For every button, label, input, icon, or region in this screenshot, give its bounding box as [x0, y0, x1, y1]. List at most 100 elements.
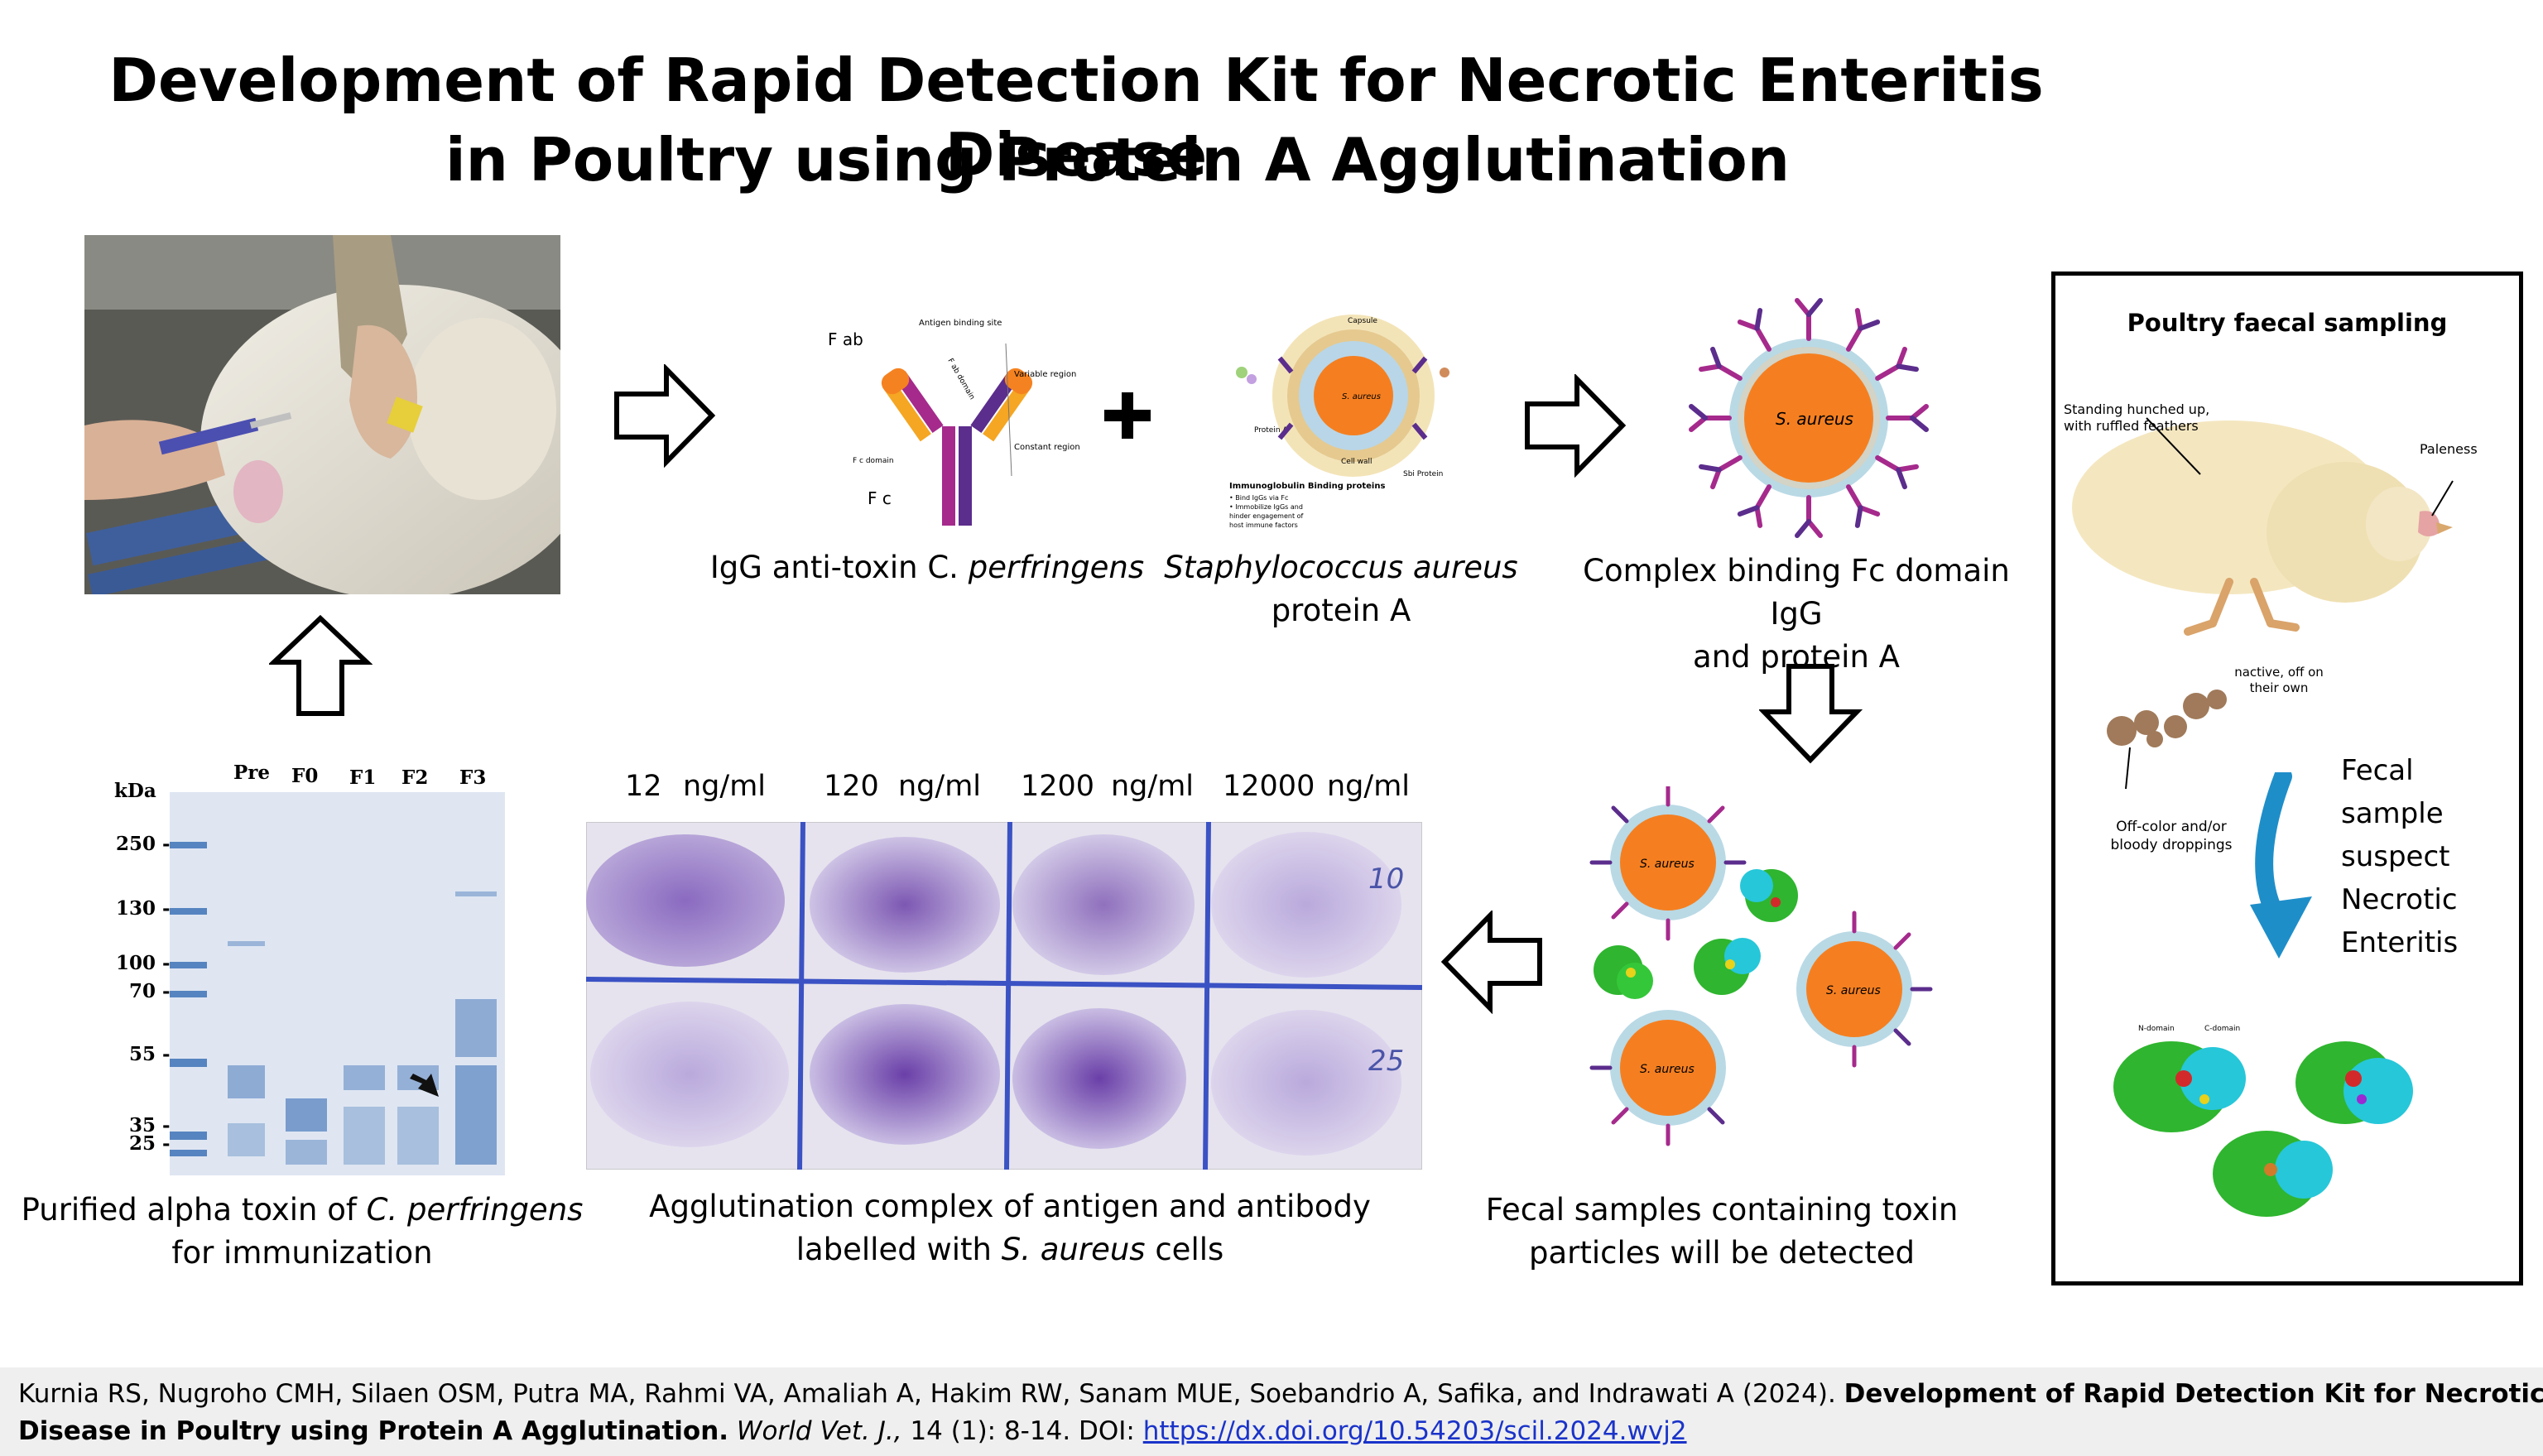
complex-caption-line1: Complex binding Fc domain IgG [1583, 553, 2010, 632]
slide-mark-bottom: 25 [1368, 1045, 1404, 1078]
fecal-caption-line1: Fecal samples containing toxin [1485, 1192, 1959, 1228]
marker-label: 55 - [129, 1043, 171, 1065]
inactive-label: nactive, off on their own [2180, 665, 2378, 696]
purified-caption-pre: Purified alpha toxin of [21, 1192, 367, 1228]
constant-region-label: Constant region [1014, 443, 1080, 452]
sds-page-gel: kDa Pre F0 F1 F2 F3 250 - 130 - 100 - 70… [108, 762, 522, 1175]
marker-label: 25 - [129, 1132, 171, 1155]
citation-journal: World Vet. J., [736, 1416, 902, 1446]
droppings-label-line2: bloody droppings [2110, 837, 2233, 853]
agglutination-caption-line1: Agglutination complex of antigen and ant… [649, 1189, 1371, 1224]
lane-label: Pre [233, 762, 271, 784]
complex-caption: Complex binding Fc domain IgG and protei… [1556, 550, 2036, 679]
complex-bacterium-diagram: S. aureus [1689, 298, 1929, 538]
marker-label: 35 - [129, 1114, 171, 1136]
igg-antibody-diagram: F ab F c Antigen binding site Variable r… [828, 319, 1080, 526]
inactive-label-line2: their own [2249, 680, 2309, 695]
s-aureus-label-2: S. aureus [1826, 984, 1881, 997]
fecal-caption-line2: particles will be detected [1528, 1235, 1916, 1271]
concentration-unit: ng/ml [1327, 770, 1411, 803]
protein-a-label: Protein A [1254, 426, 1288, 435]
citation-volume: 14 (1): 8-14. DOI: [901, 1416, 1143, 1446]
fecal-sample-label: Fecal sample suspect Necrotic Enteritis [2341, 749, 2458, 964]
citation-title-line2: Disease in Poultry using Protein A Agglu… [18, 1416, 729, 1446]
sick-chicken-illustration [2072, 417, 2454, 790]
fecal-line: suspect [2341, 840, 2450, 873]
concentration-unit: ng/ml [683, 770, 767, 803]
inactive-label-line1: nactive, off on [2234, 665, 2324, 680]
ig-bullet-1: • Bind IgGs via Fc [1229, 494, 1288, 502]
fecal-line: Necrotic [2341, 883, 2458, 916]
panel-title: Poultry faecal sampling [2127, 309, 2448, 337]
fc-label: F c [868, 488, 892, 508]
purified-caption-italic: C. perfringens [366, 1192, 584, 1228]
citation-title-line1: Development of Rapid Detection Kit for N… [1844, 1379, 2543, 1409]
down-arrow-icon [1759, 664, 1863, 764]
fc-domain-label: F c domain [853, 457, 894, 465]
igg-caption-italic: perfringens [968, 550, 1145, 585]
cell-wall-label: Cell wall [1341, 458, 1372, 466]
hunched-label-line1: Standing hunched up, [2064, 401, 2210, 417]
toxin-protein-blobs [1594, 869, 1798, 999]
concentration-value: 12000 [1223, 770, 1315, 803]
droppings-label-line1: Off-color and/or [2116, 819, 2227, 835]
s-aureus-label: S. aureus [1776, 409, 1853, 429]
purified-caption-line2: for immunization [171, 1235, 433, 1271]
citation-authors: Kurnia RS, Nugroho CMH, Silaen OSM, Putr… [18, 1379, 1844, 1409]
igg-caption: IgG anti-toxin C. perfringens [695, 546, 1159, 589]
citation-footer: Kurnia RS, Nugroho CMH, Silaen OSM, Putr… [0, 1367, 2543, 1456]
agglutination-caption: Agglutination complex of antigen and ant… [646, 1185, 1374, 1271]
fecal-line: Fecal [2341, 754, 2414, 787]
fecal-line: Enteritis [2341, 926, 2459, 959]
poultry-faecal-sampling-panel: Poultry faecal sampling Standing hunched… [2051, 271, 2523, 1285]
fab-label: F ab [828, 329, 863, 349]
curved-down-arrow-icon [2250, 772, 2312, 959]
slide-mark-top: 10 [1368, 863, 1404, 896]
antigen-site-label: Antigen binding site [919, 319, 1002, 328]
lane-label: F2 [401, 766, 429, 789]
igg-caption-text: IgG anti-toxin C. [709, 550, 969, 585]
ig-bullet-2: • Immobilize IgGs and [1229, 503, 1303, 511]
sheep-immunization-photo [84, 235, 560, 594]
staph-caption-italic: Staphylococcus aureus [1164, 550, 1518, 585]
paleness-label: Paleness [2420, 441, 2478, 457]
right-arrow-icon [1525, 374, 1627, 478]
fab-domain-label: F ab domain [945, 358, 976, 401]
purified-caption: Purified alpha toxin of C. perfringens f… [17, 1189, 588, 1275]
fecal-caption: Fecal samples containing toxin particles… [1473, 1189, 1970, 1275]
sbi-protein-label: Sbi Protein [1403, 470, 1443, 478]
droppings-label: Off-color and/or bloody droppings [2089, 818, 2254, 854]
concentration-labels: 12 ng/ml 120 ng/ml 1200 ng/ml 12000 ng/m… [625, 770, 1453, 811]
fecal-line: sample [2341, 797, 2444, 830]
agglutination-plate-photo: 10 25 [586, 822, 1422, 1170]
marker-label: 100 - [116, 952, 171, 974]
ig-bullet-4: host immune factors [1229, 521, 1298, 529]
page-title-line2: in Poultry using Protein A Agglutination [445, 125, 1791, 195]
staph-center-label: S. aureus [1342, 392, 1381, 401]
marker-label: 70 - [129, 980, 171, 1002]
agglutination-caption-pre: labelled with [796, 1232, 1002, 1267]
concentration-unit: ng/ml [1111, 770, 1195, 803]
staph-caption-line2: protein A [1271, 593, 1411, 628]
right-arrow-icon [614, 364, 716, 468]
agglutination-caption-post: cells [1145, 1232, 1224, 1267]
c-domain-label: C-domain [2204, 1025, 2240, 1033]
kda-label: kDa [114, 780, 156, 802]
ig-title-label: Immunoglobulin Binding proteins [1229, 482, 1385, 491]
toxin-structure-illustration: N-domain C-domain [2113, 1025, 2413, 1217]
plus-icon [1104, 392, 1151, 439]
up-arrow-icon [269, 614, 373, 716]
s-aureus-label-3: S. aureus [1640, 1063, 1695, 1076]
left-arrow-icon [1440, 911, 1542, 1014]
marker-label: 250 - [116, 833, 171, 855]
page-title: Development of Rapid Detection Kit for N… [108, 46, 2044, 190]
complex-caption-line2: and protein A [1693, 639, 1900, 675]
fecal-detection-cluster-diagram: S. aureus S. aureus S. aureus [1589, 786, 1933, 1146]
doi-link[interactable]: https://dx.doi.org/10.54203/scil.2024.wv… [1142, 1416, 1687, 1446]
hunched-label-line2: with ruffled feathers [2064, 418, 2199, 434]
agglutination-caption-italic: S. aureus [1001, 1232, 1146, 1267]
lane-label: F3 [459, 766, 487, 789]
staph-protein-a-diagram: S. aureus Capsule Cell wall Protein A Sb… [1229, 315, 1449, 529]
lane-label: F0 [291, 765, 319, 787]
lane-label: F1 [349, 766, 377, 789]
